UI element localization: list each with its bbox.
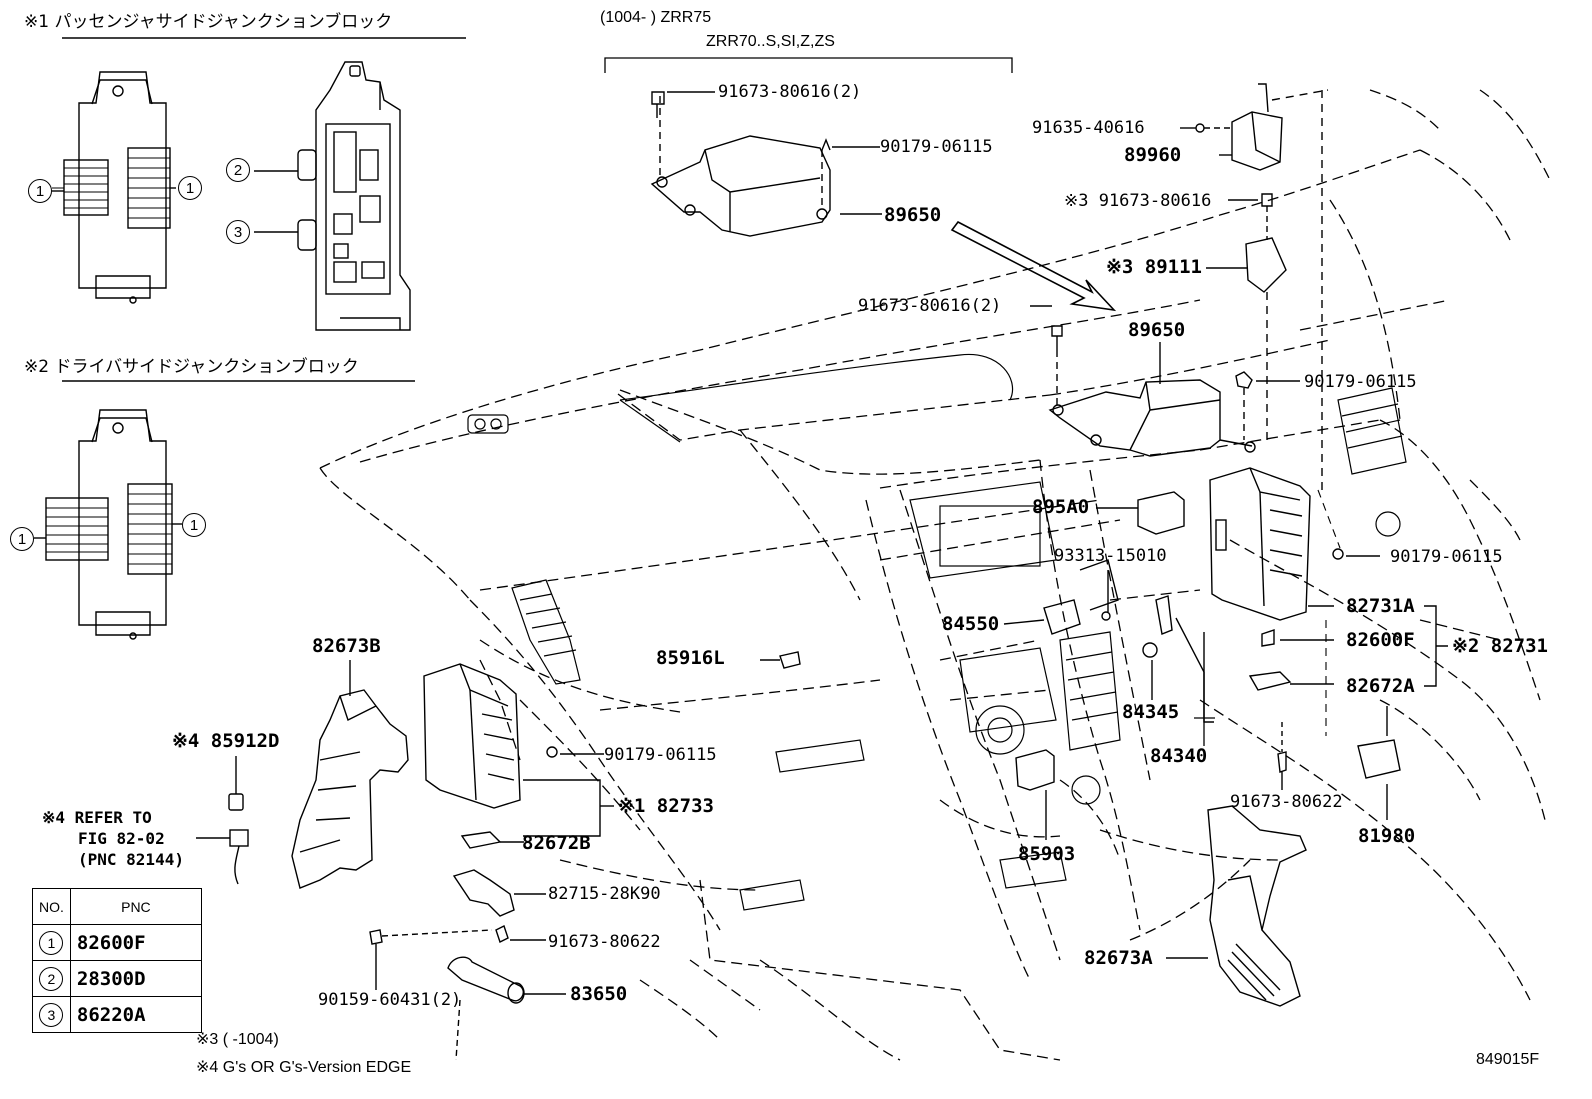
part-label: 91673-80622 [1230, 792, 1343, 812]
switch-84550 [1003, 559, 1119, 635]
part-label: 91673-80616(2) [718, 82, 862, 102]
part-label: 82731A [1346, 595, 1415, 617]
part-label: 89960 [1124, 144, 1182, 166]
bracket-82715 [369, 869, 566, 1061]
part-label: 91635-40616 [1032, 118, 1145, 138]
footnote-4: ※4 G's OR G's-Version EDGE [196, 1059, 412, 1076]
part-label: 84345 [1122, 701, 1180, 723]
bracket-82673A [1166, 805, 1307, 1007]
bracket-82673B [291, 660, 409, 889]
dash-details [467, 353, 1407, 911]
part-label: 83650 [570, 983, 628, 1005]
pnc-row-value: 82600F [69, 924, 202, 961]
bracket-89111-sketch [1206, 193, 1287, 440]
part-label: 90179-06115 [1304, 372, 1417, 392]
applicability-line-1: (1004- ) ZRR75 [600, 9, 712, 26]
pnc-row-value: 28300D [69, 960, 202, 997]
passenger-junction-block-installed [423, 663, 614, 849]
relay-895A0 [1096, 491, 1185, 535]
pnc-row-value: 86220A [69, 996, 202, 1033]
part-label: 82673A [1084, 947, 1153, 969]
part-label: 895A0 [1032, 496, 1090, 518]
passenger-junction-block-side [297, 61, 411, 331]
part-label: 85903 [1018, 843, 1076, 865]
table-row: 1 82600F [32, 924, 202, 961]
pnc-row-no: 2 [39, 966, 64, 991]
part-label: 91673-80622 [548, 932, 661, 952]
part-label: 89650 [1128, 319, 1186, 341]
pnc-table-header-no: NO. [32, 888, 71, 925]
callout-1: 1 [178, 176, 202, 200]
pnc-table-header-pnc: PNC [69, 888, 202, 925]
part-label: ※3 89111 [1106, 256, 1202, 278]
sensor-84345 [1142, 595, 1214, 723]
part-label: ※1 82733 [618, 795, 714, 817]
part-label: 91673-80616(2) [858, 296, 1002, 316]
part-label: 82673B [312, 635, 381, 657]
connector-85912D [196, 756, 249, 885]
part-label: 81980 [1358, 825, 1416, 847]
part-label: ※2 82731 [1452, 635, 1548, 657]
callout-1: 1 [28, 179, 52, 203]
relay-85903 [760, 651, 1055, 840]
table-row: 2 28300D [32, 960, 202, 997]
part-label: 82672B [522, 832, 591, 854]
part-label: 90179-06115 [1390, 547, 1503, 567]
refer-note: (PNC 82144) [78, 850, 184, 869]
refer-note: FIG 82-02 [78, 829, 165, 848]
driver-junction-block-installed [1209, 467, 1448, 691]
passenger-junction-block-front [52, 71, 176, 304]
footnote-3: ※3 ( -1004) [196, 1031, 279, 1048]
applicability-line-2: ZRR70..S,SI,Z,ZS [706, 33, 835, 50]
part-label: 82715-28K90 [548, 884, 661, 904]
callout-1: 1 [182, 513, 206, 537]
passenger-junction-block-title: ※1 パッセンジャサイドジャンクションブロック [24, 12, 393, 32]
connector-81980 [1277, 706, 1401, 820]
part-label: 89650 [884, 204, 942, 226]
callout-3: 3 [226, 220, 250, 244]
part-label: 85916L [656, 647, 725, 669]
part-label: 84550 [942, 613, 1000, 635]
part-label: ※3 91673-80616 [1064, 191, 1212, 211]
callout-1: 1 [10, 527, 34, 551]
pnc-row-no: 1 [39, 930, 64, 955]
part-label: 90159-60431(2) [318, 990, 462, 1010]
part-label: 82600F [1346, 629, 1415, 651]
part-label: 82672A [1346, 675, 1415, 697]
part-label: 90179-06115 [880, 137, 993, 157]
airbag-sensor-top-sketch [650, 91, 882, 237]
relay-89960-sketch [1180, 83, 1329, 490]
refer-note: ※4 REFER TO [42, 808, 152, 827]
pnc-row-no: 3 [39, 1002, 64, 1027]
part-label: 90179-06115 [604, 745, 717, 765]
instrument-panel-outline [319, 89, 1551, 1061]
part-label: 93313-15010 [1054, 546, 1167, 566]
driver-junction-block-title: ※2 ドライバサイドジャンクションブロック [24, 357, 359, 377]
callout-2: 2 [226, 158, 250, 182]
part-label: 84340 [1150, 745, 1208, 767]
pnc-table: NO. PNC 1 82600F 2 28300D 3 86220A [32, 888, 202, 1033]
airbag-sensor-installed [1030, 305, 1300, 457]
figure-code: 849015F [1476, 1051, 1540, 1068]
driver-junction-block [45, 409, 173, 640]
part-label: ※4 85912D [172, 730, 280, 752]
table-row: 3 86220A [32, 996, 202, 1033]
